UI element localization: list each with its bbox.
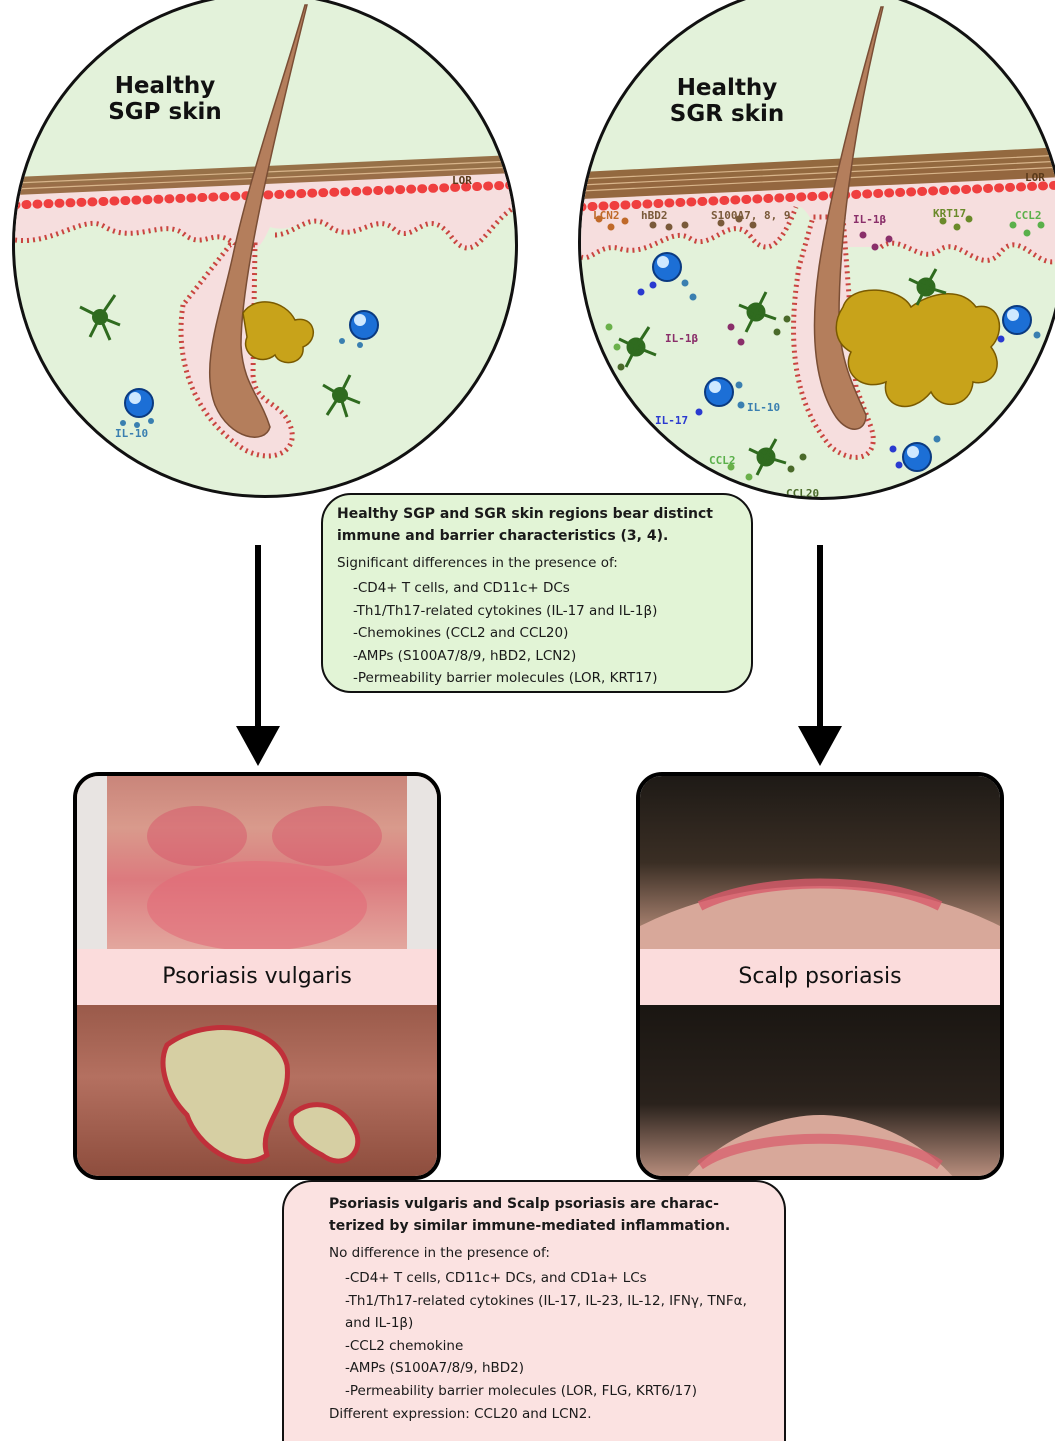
forehead-photo: [640, 776, 1000, 949]
arrow-down-icon: [236, 726, 280, 766]
torso-photo: [77, 776, 437, 949]
ccl2-label-bottom: CCL2: [709, 454, 736, 467]
box-bottom-title: Psoriasis vulgaris and Scalp psoriasis a…: [329, 1193, 766, 1237]
list-item: -CCL2 chemokine: [345, 1335, 766, 1358]
box-bottom-list: -CD4+ T cells, CD11c+ DCs, and CD1a+ LCs…: [329, 1267, 766, 1402]
list-item: -Permeability barrier molecules (LOR, FL…: [345, 1380, 766, 1403]
box-top-list: -CD4+ T cells, and CD11c+ DCs -Th1/Th17-…: [337, 577, 739, 690]
sebaceous-gland: [243, 302, 313, 363]
hbd2-label: hBD2: [641, 209, 668, 222]
list-item: -AMPs (S100A7/8/9, hBD2, LCN2): [353, 645, 739, 668]
list-item: -Permeability barrier molecules (LOR, KR…: [353, 667, 739, 690]
list-item: -CD4+ T cells, and CD11c+ DCs: [353, 577, 739, 600]
dendritic-cell: [739, 292, 776, 332]
il10-label: IL-10: [747, 401, 780, 414]
list-item: -AMPs (S100A7/8/9, hBD2): [345, 1357, 766, 1380]
dendritic-cell: [80, 295, 120, 340]
box-bottom-footer: Different expression: CCL20 and LCN2.: [329, 1404, 766, 1424]
lymphocyte: [339, 311, 378, 348]
ccl20-label: CCL20: [786, 487, 819, 500]
scalp-psoriasis-panel: Scalp psoriasis: [636, 772, 1004, 1180]
sgr-skin-illustration: [581, 0, 1055, 497]
nape-photo: [640, 1005, 1000, 1180]
ccl2-label-top: CCL2: [1015, 209, 1042, 222]
lor-label: LOR: [452, 174, 472, 187]
list-item: -Chemokines (CCL2 and CCL20): [353, 622, 739, 645]
box-top-title: Healthy SGP and SGR skin regions bear di…: [337, 503, 739, 547]
arm-photo: [77, 1005, 437, 1180]
list-item: -CD4+ T cells, CD11c+ DCs, and CD1a+ LCs: [345, 1267, 766, 1290]
psoriasis-vulgaris-panel: Psoriasis vulgaris: [73, 772, 441, 1180]
lymphocyte: [1003, 306, 1031, 334]
krt17-label: KRT17: [933, 207, 966, 220]
il17-label: IL-17: [655, 414, 688, 427]
il1b-label-mid: IL-1β: [665, 332, 698, 345]
box-top-subtitle: Significant differences in the presence …: [337, 553, 739, 573]
s100a7-label: S100A7, 8, 9: [711, 209, 790, 222]
lor-label: LOR: [1025, 171, 1045, 184]
dendritic-cell: [619, 327, 656, 367]
lymphocyte: [120, 389, 154, 428]
il1b-label-top: IL-1β: [853, 213, 886, 226]
dendritic-cell: [323, 375, 360, 417]
healthy-skin-info-box: Healthy SGP and SGR skin regions bear di…: [321, 493, 753, 693]
panel-label-vulgaris: Psoriasis vulgaris: [77, 949, 437, 1005]
list-item: -Th1/Th17-related cytokines (IL-17, IL-2…: [345, 1290, 766, 1335]
lymphocyte: [653, 253, 681, 281]
arrow-down-icon: [798, 726, 842, 766]
panel-label-scalp: Scalp psoriasis: [640, 949, 1000, 1005]
dendritic-cell: [749, 439, 786, 475]
il10-label: IL-10: [115, 427, 148, 440]
lymphocyte: [705, 378, 733, 406]
box-bottom-subtitle: No difference in the presence of:: [329, 1243, 766, 1263]
list-item: -Th1/Th17-related cytokines (IL-17 and I…: [353, 600, 739, 623]
psoriasis-comparison-info-box: Psoriasis vulgaris and Scalp psoriasis a…: [282, 1180, 786, 1441]
lcn2-label: LCN2: [593, 209, 620, 222]
lymphocyte: [903, 443, 931, 471]
sebaceous-gland: [836, 290, 999, 406]
